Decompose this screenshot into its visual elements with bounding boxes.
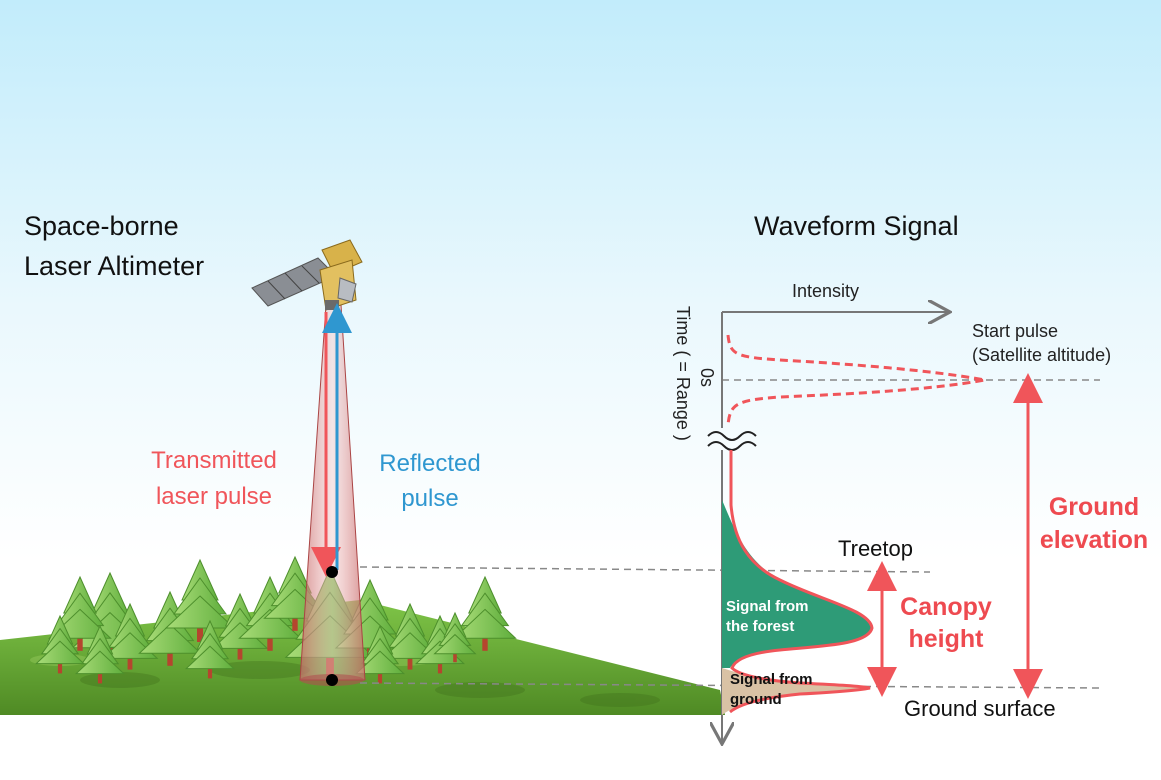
tree-icon: [354, 624, 406, 684]
forest-signal-label-line1: Signal from: [726, 598, 809, 615]
tree-icon: [453, 575, 517, 651]
tree-icon: [433, 611, 477, 663]
transmitted-label-line1: Transmitted: [151, 447, 277, 474]
transmitted-label-line2: laser pulse: [155, 483, 273, 510]
start-pulse-curve: [726, 334, 986, 426]
canopy-height-label-line2: height: [908, 625, 984, 653]
ground-signal-label-line1: Signal from: [730, 671, 813, 688]
ground-elevation-label-line1: Ground: [1048, 493, 1140, 521]
tree-icon: [164, 558, 236, 642]
intensity-axis-label: Intensity: [792, 281, 860, 301]
zero-seconds-label: 0s: [697, 368, 717, 388]
reflected-label-line1: Reflected: [379, 450, 481, 477]
satellite: [251, 239, 363, 311]
left-title-line2: Laser Altimeter: [24, 251, 205, 281]
treetop-point: [326, 566, 338, 578]
return-waveform-curve: [729, 450, 874, 714]
tree-icon: [74, 624, 126, 684]
time-axis-label: Time ( = Range ): [673, 306, 693, 441]
ground-signal-label-line2: ground: [730, 691, 782, 708]
ground-surface-label: Ground surface: [904, 696, 1056, 721]
start-pulse-label-line1: Start pulse: [972, 321, 1059, 341]
ground-elevation-label-line2: elevation: [1039, 526, 1149, 554]
right-title: Waveform Signal: [754, 211, 959, 241]
ground-signal-area: [722, 668, 870, 715]
canopy-height-label-line1: Canopy: [900, 593, 992, 621]
left-title-line1: Space-borne: [24, 211, 179, 241]
tree-icon: [34, 614, 86, 674]
treetop-label: Treetop: [838, 536, 914, 561]
start-pulse-label-line2: (Satellite altitude): [972, 345, 1112, 365]
sky-background: [0, 0, 1161, 560]
forest-signal-label-line2: the forest: [726, 618, 795, 635]
ground-point: [326, 674, 338, 686]
forest-signal-area: [722, 500, 872, 668]
reflected-label-line2: pulse: [401, 485, 459, 512]
treetop-dashed-line: [359, 566, 931, 573]
tree-icon: [184, 619, 236, 679]
ground-dashed-line: [359, 682, 1101, 689]
